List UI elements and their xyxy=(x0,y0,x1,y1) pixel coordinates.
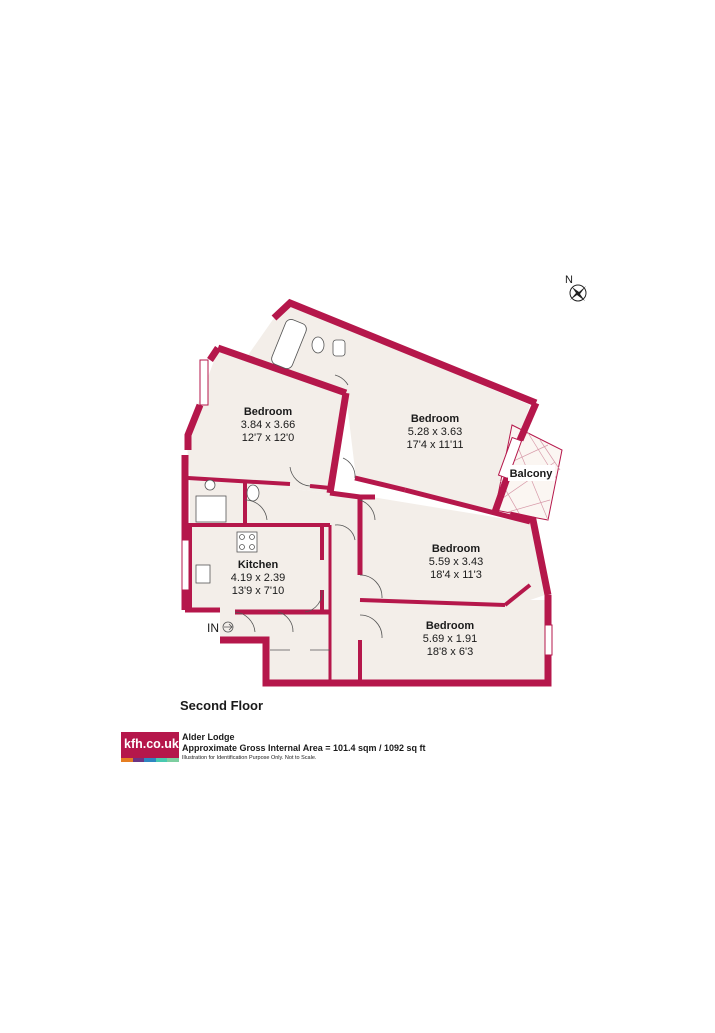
room-label-bedroom-3: Bedroom 5.59 x 3.43 18'4 x 11'3 xyxy=(429,543,483,581)
svg-text:12'7 x 12'0: 12'7 x 12'0 xyxy=(242,432,295,444)
svg-text:17'4 x 11'11: 17'4 x 11'11 xyxy=(406,439,463,451)
walls xyxy=(181,298,552,687)
svg-text:5.59 x 3.43: 5.59 x 3.43 xyxy=(429,556,483,568)
disclaimer: Illustration for Identification Purpose … xyxy=(182,755,317,761)
logo-stripe-2 xyxy=(132,758,145,762)
entrance-arrow-icon xyxy=(222,621,234,633)
svg-text:Bedroom: Bedroom xyxy=(244,406,293,418)
svg-text:3.84 x 3.66: 3.84 x 3.66 xyxy=(241,419,295,431)
gross-area: Approximate Gross Internal Area = 101.4 … xyxy=(182,743,426,753)
room-label-bedroom-4: Bedroom 5.69 x 1.91 18'8 x 6'3 xyxy=(423,620,477,658)
svg-text:Balcony: Balcony xyxy=(510,468,554,480)
svg-text:13'9 x 7'10: 13'9 x 7'10 xyxy=(232,585,285,597)
svg-text:5.28 x 3.63: 5.28 x 3.63 xyxy=(408,426,462,438)
svg-text:Bedroom: Bedroom xyxy=(426,620,475,632)
fixtures xyxy=(195,319,346,584)
compass-icon: N xyxy=(565,274,587,302)
logo-stripe-4 xyxy=(155,758,168,762)
entrance-marker: IN xyxy=(207,621,234,635)
logo-text: kfh.co.uk xyxy=(124,737,179,751)
kfh-logo: kfh.co.uk xyxy=(121,732,179,762)
compass-north-label: N xyxy=(565,274,573,286)
room-label-bedroom-2: Bedroom 5.28 x 3.63 17'4 x 11'11 xyxy=(406,413,463,451)
svg-text:18'4 x 11'3: 18'4 x 11'3 xyxy=(430,569,482,581)
svg-text:18'8 x 6'3: 18'8 x 6'3 xyxy=(427,646,473,658)
property-name: Alder Lodge xyxy=(182,732,235,742)
logo-stripe-5 xyxy=(167,758,179,762)
room-label-bedroom-1: Bedroom 3.84 x 3.66 12'7 x 12'0 xyxy=(241,406,295,444)
floor-area xyxy=(186,305,563,680)
logo-stripe-3 xyxy=(144,758,156,762)
svg-text:Bedroom: Bedroom xyxy=(432,543,481,555)
entrance-label: IN xyxy=(207,621,219,635)
svg-text:Bedroom: Bedroom xyxy=(411,413,460,425)
windows xyxy=(181,359,553,656)
floor-title: Second Floor xyxy=(180,698,264,713)
doors xyxy=(234,374,383,651)
svg-text:Kitchen: Kitchen xyxy=(238,559,279,571)
logo-stripes xyxy=(121,758,179,762)
logo-stripe-1 xyxy=(121,758,133,762)
footer-text: Alder Lodge Approximate Gross Internal A… xyxy=(182,732,426,762)
svg-text:4.19 x 2.39: 4.19 x 2.39 xyxy=(231,572,285,584)
room-label-balcony: Balcony xyxy=(508,465,555,481)
svg-text:5.69 x 1.91: 5.69 x 1.91 xyxy=(423,633,477,645)
room-label-kitchen: Kitchen 4.19 x 2.39 13'9 x 7'10 xyxy=(231,559,285,597)
footer: kfh.co.uk Alder Lodge Approximate Gross … xyxy=(121,732,541,766)
